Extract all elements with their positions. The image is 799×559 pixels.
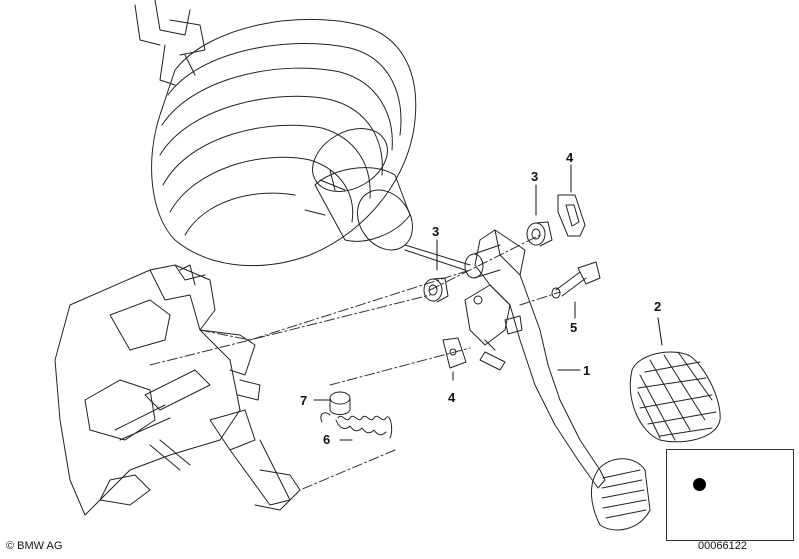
brake-pedal — [464, 229, 651, 531]
bushing-upper — [526, 221, 553, 247]
rubber-buffer — [329, 391, 351, 415]
callout-7: 7 — [300, 393, 307, 408]
brake-booster — [134, 0, 471, 271]
retaining-clip-lower — [442, 337, 467, 369]
legend-dot-icon — [693, 478, 706, 491]
callout-4-lower: 4 — [448, 390, 456, 405]
retaining-clip-upper — [557, 194, 586, 237]
callout-5: 5 — [570, 320, 577, 335]
callout-leaders — [313, 164, 663, 441]
callout-3-lower: 3 — [432, 224, 439, 239]
callout-2: 2 — [654, 299, 661, 314]
return-spring — [320, 412, 393, 439]
callout-3-upper: 3 — [531, 169, 538, 184]
bushing-lower — [423, 277, 449, 303]
pedal-bracket-housing — [54, 264, 301, 516]
callout-6: 6 — [323, 432, 330, 447]
copyright-label: © BMW AG — [6, 540, 63, 552]
legend-box — [666, 449, 794, 541]
pedal-pad — [629, 351, 721, 443]
diagram-number: 00066122 — [698, 540, 747, 552]
pedal-pin — [551, 261, 601, 299]
callout-1: 1 — [583, 363, 590, 378]
leader-lines — [149, 234, 561, 491]
callout-4-upper: 4 — [566, 150, 574, 165]
